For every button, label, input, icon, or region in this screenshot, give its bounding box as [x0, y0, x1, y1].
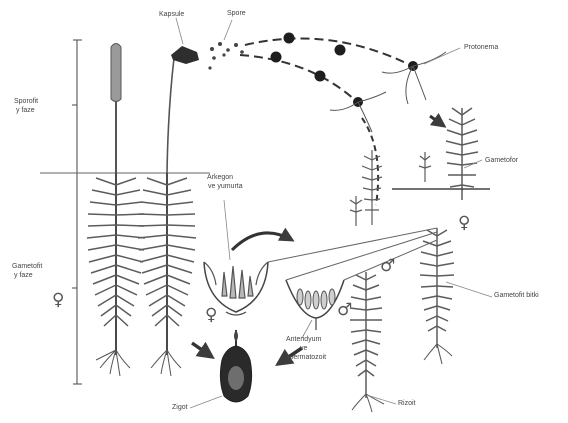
label-gametophyte-plant: Gametofit bitki: [494, 292, 539, 300]
female-symbol-center: ♀: [205, 307, 217, 324]
label-protonema: Protonema: [464, 44, 498, 52]
male-symbol-right: ♂: [380, 258, 395, 275]
arrow-protonema-down: [430, 116, 444, 126]
rhizoids-right: [151, 350, 181, 376]
released-spores: [208, 42, 243, 70]
young-gametophores: [350, 150, 431, 226]
sperm-swim-arrow: [232, 233, 292, 250]
label-capsule: Kapsule: [159, 11, 184, 19]
antheridium-cup: [286, 280, 344, 330]
label-antheridium-line3: spermatozoit: [286, 354, 326, 362]
gametophyte-plant-right: [420, 228, 454, 348]
phase-bracket: [72, 40, 82, 384]
label-archegonium: Arkegon: [207, 174, 233, 182]
label-sporophyte-phase-line2: y faze: [16, 107, 35, 115]
label-gametophyte-phase-line2: y faze: [14, 272, 33, 280]
gametophyte-plant-bottom: [350, 272, 382, 398]
moss-plant-with-sporophyte-left: [87, 44, 145, 377]
male-symbol-center: ♂: [337, 302, 352, 319]
spore-dispersal-arcs: [240, 38, 412, 100]
label-archegonium-line2: ve yumurta: [208, 183, 243, 191]
moss-plant-with-sporophyte-right: [138, 46, 199, 376]
label-gametophyte-phase: Gametofit: [12, 263, 42, 271]
connector-lines: [268, 228, 437, 280]
germinating-spores: [271, 33, 419, 108]
label-antheridium-line2: ve: [300, 345, 307, 353]
arrow-to-embryo-left: [192, 343, 212, 357]
label-antheridium: Anteridyum: [286, 336, 321, 344]
protonema-filaments: [330, 52, 446, 132]
female-symbol-right: ♀: [458, 215, 470, 232]
rhizoids-far-right: [424, 344, 452, 364]
capsule-shape: [171, 46, 199, 64]
cycle-arrow-down: [362, 118, 378, 205]
label-sporophyte-phase: Sporofit: [14, 98, 38, 106]
female-symbol-left: ♀: [52, 292, 64, 309]
label-rhizoids: Rizoit: [398, 400, 416, 408]
label-spores: Spore: [227, 10, 246, 18]
rhizoids-bottom: [352, 394, 384, 412]
rhizoids-left: [96, 350, 130, 376]
label-embryo: Zigot: [172, 404, 188, 412]
embryo-sporophyte: [220, 330, 251, 402]
gametophore-plant-upper-right: [446, 108, 478, 200]
label-gametophore: Gametofor: [485, 157, 518, 165]
